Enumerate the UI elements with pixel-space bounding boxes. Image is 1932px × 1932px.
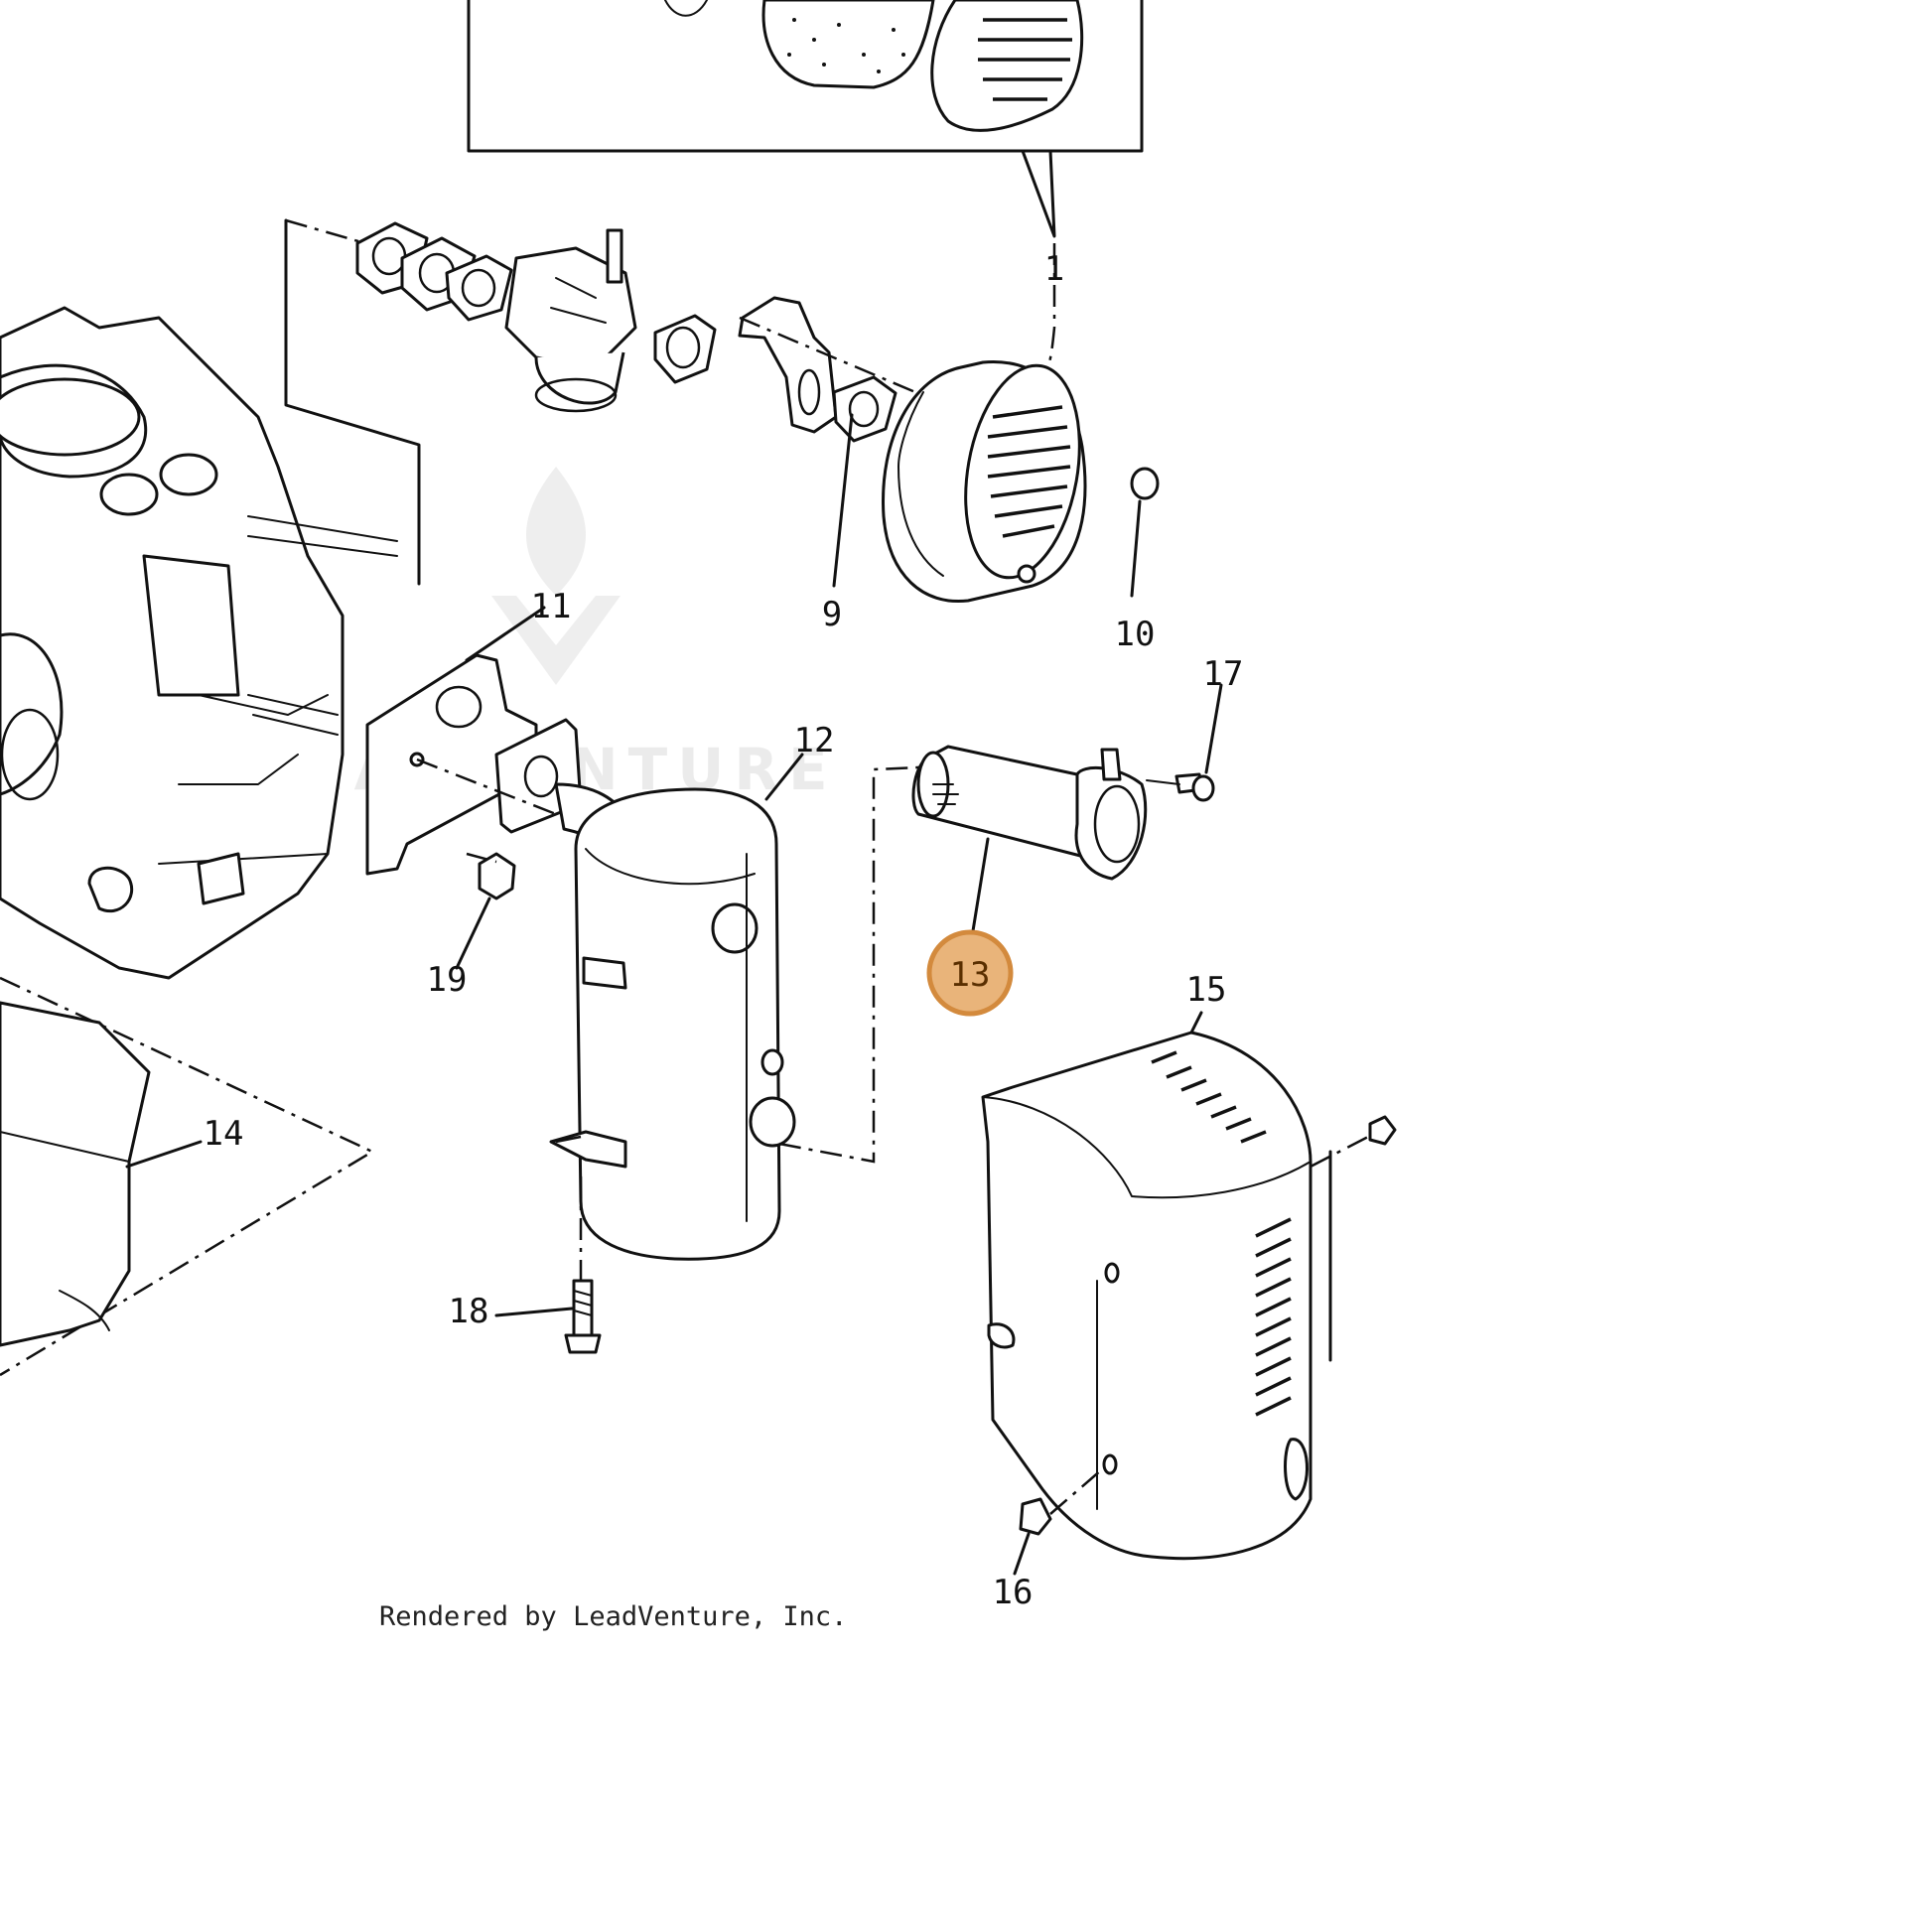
leader-9 bbox=[832, 413, 854, 588]
bolt-16 bbox=[1013, 1468, 1103, 1576]
part-label-11[interactable]: 11 bbox=[531, 587, 572, 626]
air-cleaner-assembly bbox=[882, 359, 1087, 604]
flange-centerline bbox=[416, 758, 557, 816]
bolt-17 bbox=[1146, 683, 1223, 802]
speckled-filter bbox=[787, 18, 905, 73]
part-label-15[interactable]: 15 bbox=[1186, 970, 1227, 1010]
part-label-1[interactable]: 1 bbox=[1044, 249, 1064, 289]
leader-14 bbox=[125, 1140, 203, 1169]
engine-base-14 bbox=[0, 976, 375, 1377]
render-credit: Rendered by LeadVenture, Inc. bbox=[379, 1601, 847, 1632]
part-label-10[interactable]: 10 bbox=[1115, 615, 1156, 654]
guard-bolt-upper bbox=[1310, 1115, 1397, 1362]
bolt-18 bbox=[494, 1279, 602, 1354]
part-label-14[interactable]: 14 bbox=[204, 1114, 244, 1154]
part-label-13[interactable]: 13 bbox=[950, 955, 991, 995]
watermark-logo bbox=[491, 467, 621, 685]
wing-nut-10 bbox=[1130, 467, 1160, 598]
exhaust-gasket-11 bbox=[365, 606, 546, 876]
part-label-19[interactable]: 19 bbox=[427, 960, 468, 1000]
part-label-17[interactable]: 17 bbox=[1203, 654, 1244, 694]
nut-19 bbox=[455, 852, 516, 970]
intake-bracket-outline bbox=[284, 218, 421, 586]
part-label-12[interactable]: 12 bbox=[794, 721, 835, 760]
part-label-9[interactable]: 9 bbox=[822, 595, 842, 634]
part-label-16[interactable]: 16 bbox=[993, 1573, 1034, 1612]
part-label-18[interactable]: 18 bbox=[449, 1292, 489, 1331]
carburetor bbox=[504, 228, 637, 413]
muffler-guard-15 bbox=[981, 1011, 1312, 1561]
leader-12 bbox=[764, 753, 804, 801]
engine-block bbox=[0, 306, 398, 980]
air-cleaner-bracket bbox=[738, 296, 897, 443]
muffler-12 bbox=[549, 787, 796, 1261]
highlight-13[interactable] bbox=[926, 929, 1014, 1017]
intake-gaskets bbox=[355, 221, 717, 384]
air-cleaner-callout-box bbox=[467, 0, 1144, 238]
spark-arrestor-13 bbox=[911, 745, 1148, 945]
